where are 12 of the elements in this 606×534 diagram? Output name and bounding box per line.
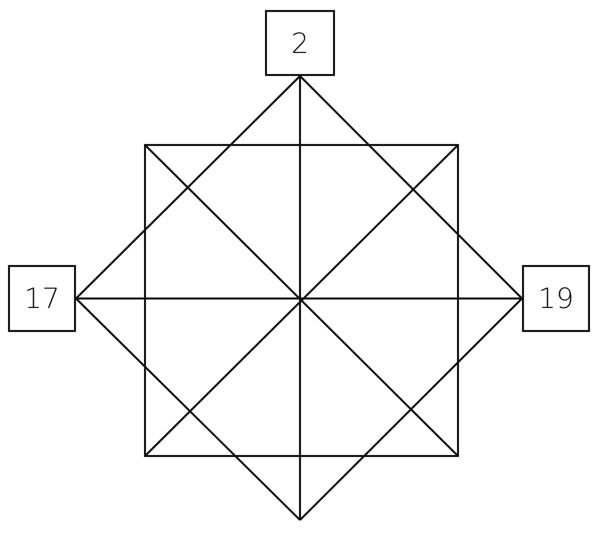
- number-label: 19: [538, 282, 574, 315]
- connector-line: [76, 298, 522, 300]
- number-box: [265, 10, 335, 76]
- number-label: 17: [24, 282, 60, 315]
- number-box: [8, 265, 76, 332]
- connector-line: [299, 76, 301, 520]
- connector-line: [299, 298, 523, 521]
- connector-line: [75, 75, 301, 300]
- connector-line: [75, 298, 301, 521]
- number-label: 2: [291, 26, 309, 60]
- connector-line: [299, 75, 523, 300]
- number-box: [522, 265, 590, 332]
